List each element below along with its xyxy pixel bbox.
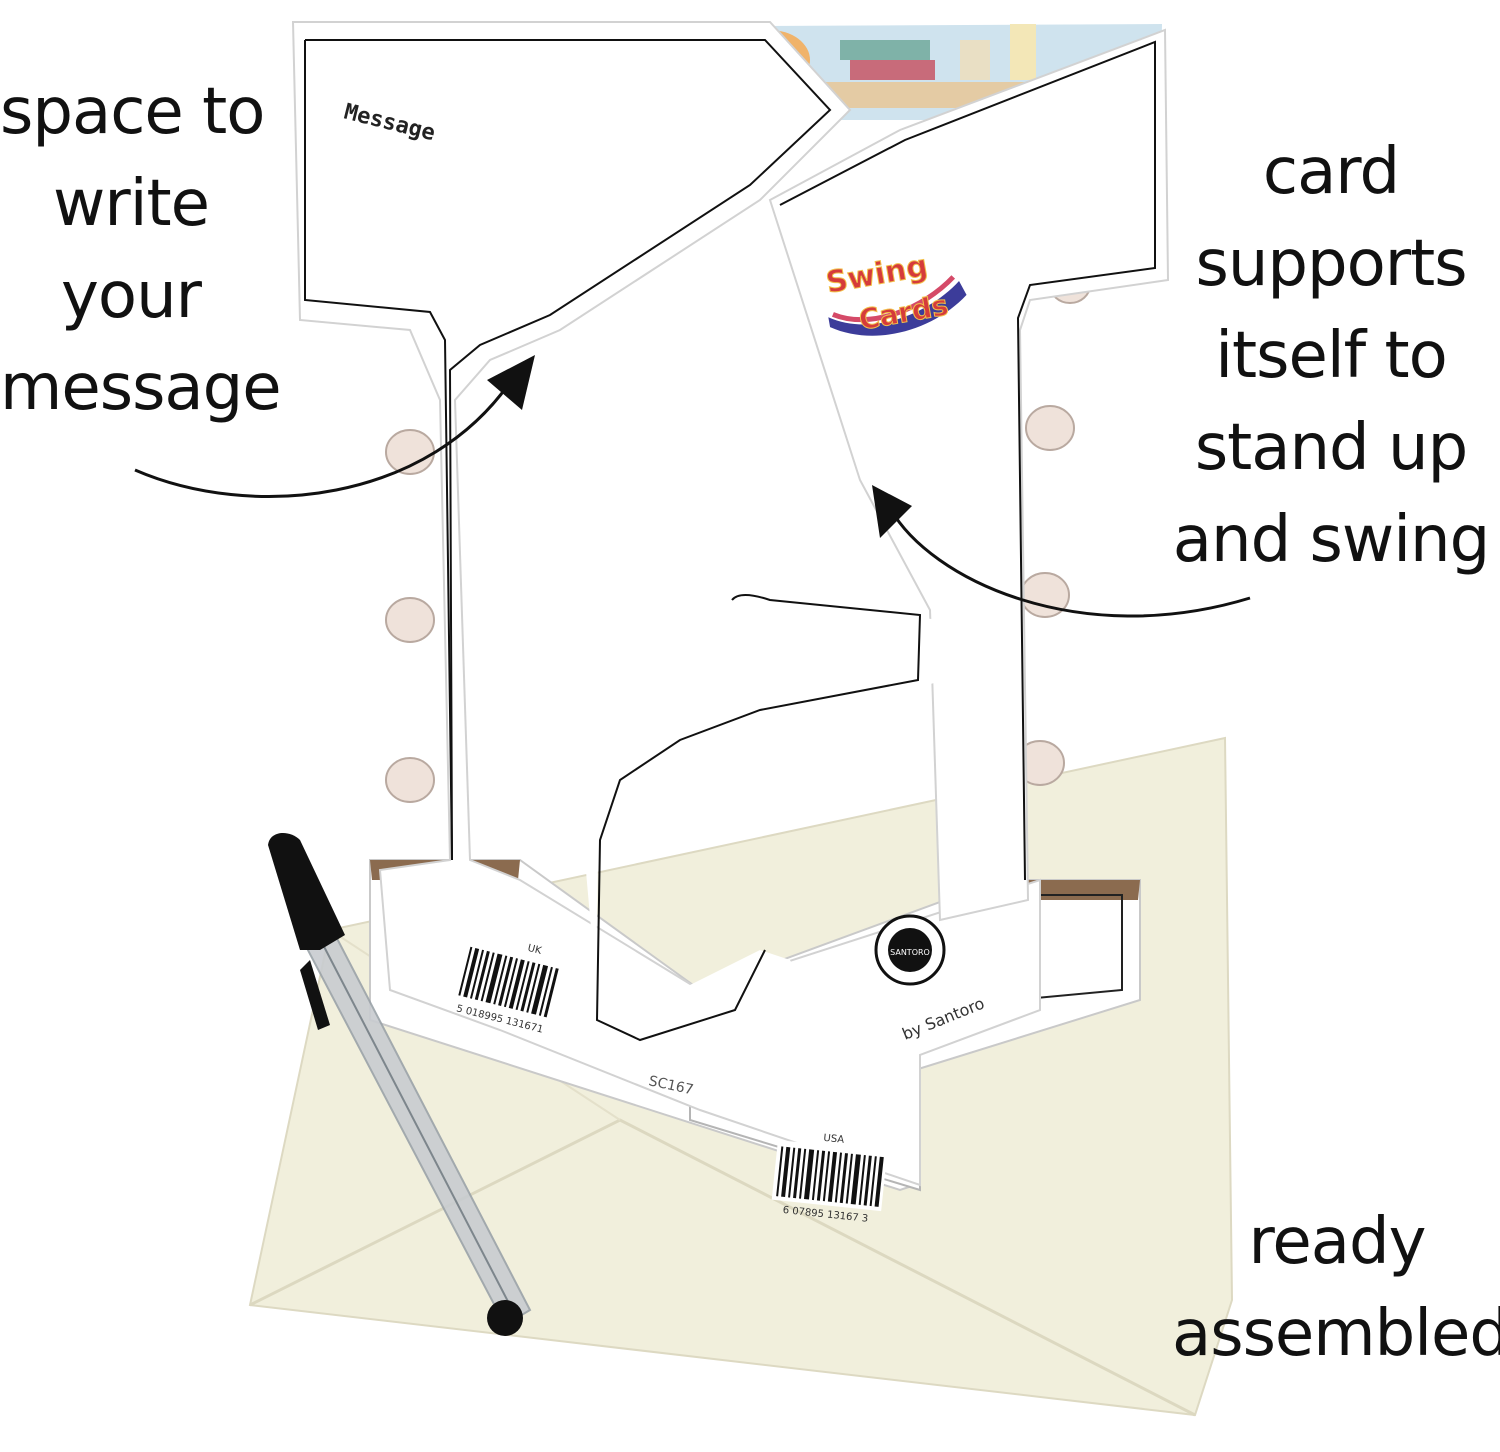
caption-right-line-2: supports <box>1195 227 1467 301</box>
barcode-left-label: UK <box>526 943 543 957</box>
arrow-right <box>888 507 1251 618</box>
seal-text: SANTORO <box>890 948 930 957</box>
caption-right-line-1: card <box>1262 135 1400 209</box>
caption-right-line-4: stand up <box>1194 411 1468 485</box>
caption-left-line-1: space to <box>0 75 265 149</box>
arrow-left <box>134 374 517 498</box>
caption-right-line-3: itself to <box>1215 319 1448 393</box>
pen <box>268 833 532 1336</box>
caption-left-line-2: write <box>53 167 210 241</box>
santoro-seal: SANTORO <box>874 914 946 986</box>
caption-bottom-line-1: ready <box>1248 1205 1427 1279</box>
caption-bottom-line-2: assembled <box>1172 1297 1500 1371</box>
card-swing-panel <box>585 594 945 1042</box>
arrow-left-head <box>487 355 535 410</box>
arrow-right-head <box>872 485 912 538</box>
caption-self-support: card supports itself to stand up and swi… <box>1170 126 1492 586</box>
card-front-left <box>291 21 1041 1187</box>
caption-right-line-5: and swing <box>1172 503 1490 577</box>
caption-message-space: space to write your message <box>0 66 282 434</box>
card-front-right <box>768 28 1170 922</box>
caption-left-line-3: your <box>61 259 202 333</box>
caption-left-line-4: message <box>0 351 282 425</box>
caption-ready-assembled: ready assembled <box>1172 1196 1500 1380</box>
swing-cards-logo: Swing Cards <box>823 248 967 337</box>
barcode-right: 6 07895 13167 3 USA <box>771 1133 888 1225</box>
right-pegs <box>1015 266 1091 786</box>
barcode-right-label: USA <box>823 1133 845 1146</box>
